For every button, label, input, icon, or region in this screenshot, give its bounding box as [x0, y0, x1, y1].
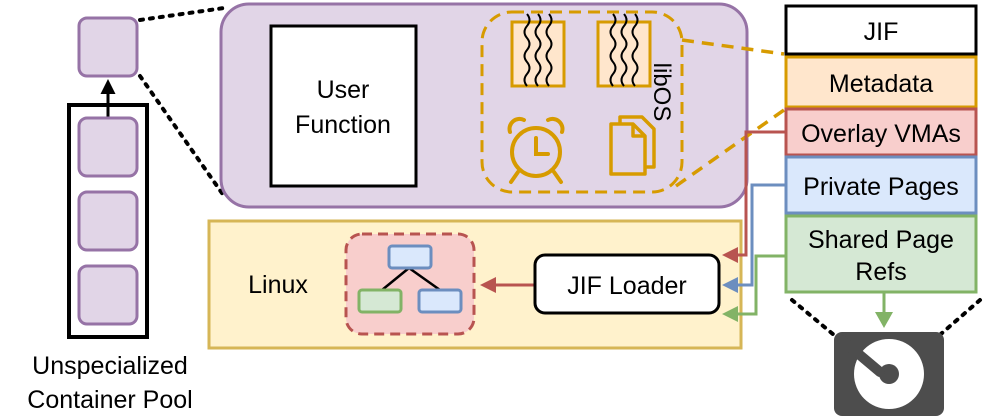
linux-region: Linux JIF Loader — [207, 219, 743, 350]
zoom-line — [674, 108, 786, 188]
pool-container — [77, 190, 139, 252]
libos-box — [480, 10, 684, 194]
zoom-line — [138, 74, 226, 198]
private-pages-label: Private Pages — [803, 173, 959, 201]
page-table-icon — [344, 232, 476, 336]
jif-loader-box[interactable] — [533, 253, 721, 315]
specialized-container — [77, 16, 139, 78]
user-function-box — [269, 24, 418, 188]
pool-container — [77, 116, 139, 178]
zoom-line — [790, 298, 842, 342]
thread-icon — [510, 13, 566, 88]
alarm-clock-icon — [507, 116, 565, 184]
metadata-label: Metadata — [829, 70, 933, 98]
arrow-head — [722, 277, 738, 293]
overlay-vmas-connector — [737, 130, 786, 257]
thread-icon — [596, 13, 652, 88]
libos-label: libOS — [648, 63, 675, 122]
arrow-head — [480, 277, 496, 293]
shared-page-refs-box — [784, 214, 978, 294]
linux-label: Linux — [248, 271, 308, 299]
zoom-line — [932, 298, 982, 342]
zoom-line — [138, 6, 226, 22]
pool-caption-line1: Unspecialized — [32, 352, 188, 380]
pool-caption-line2: Container Pool — [27, 386, 192, 414]
metadata-box — [784, 55, 978, 109]
sandbox: User Function libOS — [219, 2, 749, 209]
shared-pages-connector — [737, 254, 786, 316]
overlay-vmas-label: Overlay VMAs — [801, 120, 961, 148]
arrow-head — [875, 312, 893, 328]
jif-file: JIF Metadata Overlay VMAs Private Pages … — [784, 4, 978, 294]
hard-disk-icon — [834, 332, 944, 416]
arrow-head — [722, 247, 738, 263]
user-function-line2: Function — [295, 111, 391, 139]
container-pool: Unspecialized Container Pool — [27, 16, 193, 414]
pool-frame — [67, 103, 149, 339]
shared-page-refs-line2: Refs — [855, 258, 906, 286]
user-function-line1: User — [317, 76, 370, 104]
jif-header-label: JIF — [864, 18, 899, 46]
private-pages-connector — [737, 183, 786, 287]
jif-header-box — [784, 4, 978, 56]
zoom-line — [681, 38, 785, 56]
pool-container — [77, 264, 139, 326]
arrow-head — [722, 306, 738, 322]
shared-page-refs-line1: Shared Page — [808, 226, 954, 254]
files-icon — [609, 115, 656, 176]
jif-loader-label: JIF Loader — [567, 272, 687, 300]
